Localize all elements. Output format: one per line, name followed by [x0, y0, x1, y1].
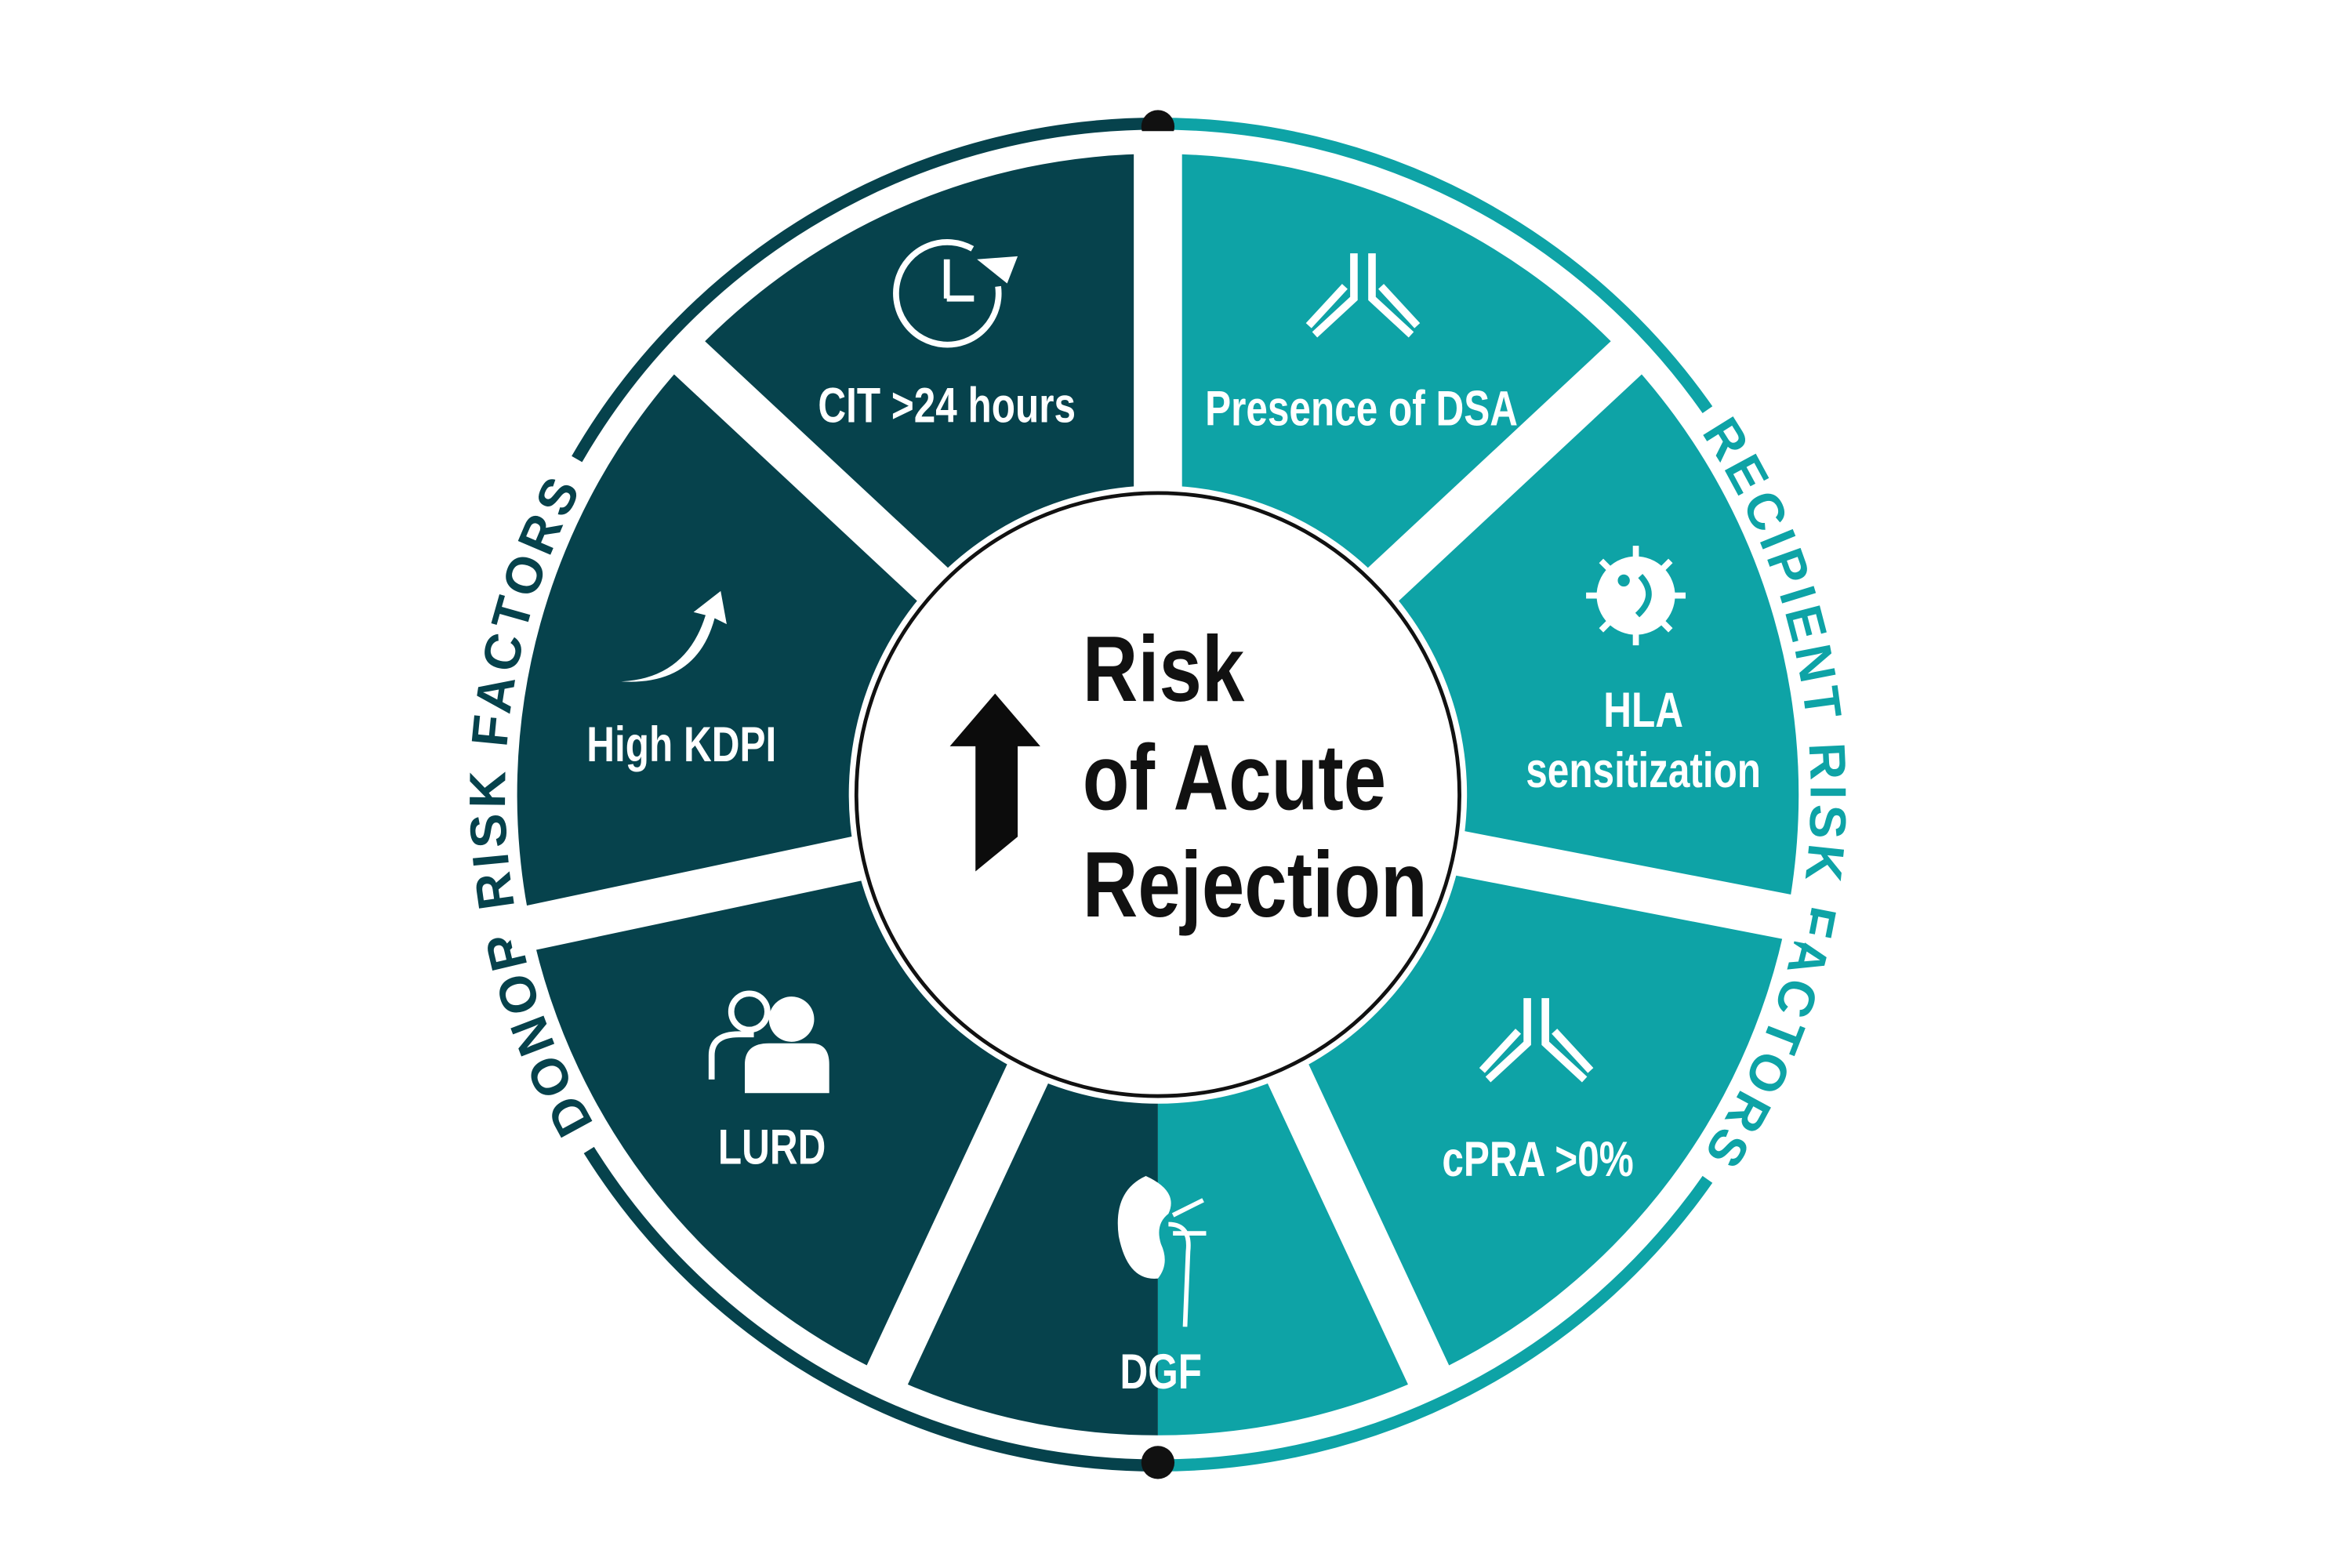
- donor-ring-arc: [572, 118, 1158, 463]
- center-circle: [854, 491, 1461, 1098]
- recipient-ring-arc: [1157, 118, 1713, 414]
- segment-separator: [1352, 325, 1659, 616]
- segment-dgf-donor-half: [887, 1074, 1158, 1436]
- people-icon: [708, 990, 829, 1094]
- segment-cpra: [1288, 853, 1788, 1376]
- factor-label-lurd: LURD: [718, 1120, 826, 1175]
- segment-separator: [504, 832, 883, 955]
- segment-separators: [504, 131, 1814, 1406]
- factor-label-cpra: cPRA >0%: [1442, 1131, 1633, 1187]
- segment-separator: [857, 1044, 1058, 1406]
- donor-ring-arc: [583, 1146, 1158, 1472]
- center-title-line-1: Risk: [1083, 617, 1245, 721]
- factor-label-high-kdpi: High KDPI: [586, 717, 776, 772]
- antibody-icon: [1479, 998, 1594, 1083]
- factor-label-dsa: Presence of DSA: [1205, 380, 1518, 436]
- kidney-icon: [1117, 1176, 1207, 1327]
- segment-lurd: [531, 858, 1028, 1376]
- segment-separator: [657, 325, 964, 616]
- segment-dgf-recipient-half: [1157, 1074, 1429, 1436]
- factor-label-dgf: DGF: [1120, 1344, 1202, 1399]
- recipient-ring-arc: [1157, 1175, 1713, 1472]
- rising-arrow-icon: [621, 590, 727, 682]
- factor-label-cit: CIT >24 hours: [818, 378, 1076, 434]
- up-arrow-icon: [949, 693, 1040, 872]
- virus-icon: [1586, 546, 1686, 646]
- factor-label-hla-line-2: sensitization: [1526, 742, 1761, 798]
- factor-label-hla-line-1: HLA: [1603, 682, 1683, 738]
- segment-cit: [689, 154, 1158, 584]
- clock-icon: [893, 239, 1018, 348]
- ring-bottom-dot: [1141, 1446, 1175, 1479]
- segment-separator: [1258, 1044, 1459, 1406]
- center-title-line-2: of Acute: [1083, 726, 1386, 830]
- center-title-line-3: Rejection: [1083, 833, 1428, 937]
- segment-separator: [1435, 826, 1814, 944]
- segment-dsa: [1157, 154, 1627, 584]
- antibody-icon: [1305, 253, 1421, 338]
